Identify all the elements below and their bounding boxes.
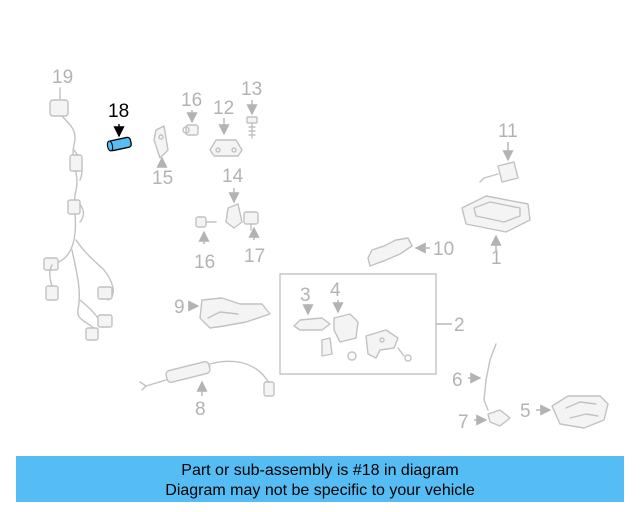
- callout-16-upper: 16: [181, 90, 202, 111]
- part-19-wiring-harness[interactable]: [43, 87, 114, 341]
- callout-14: 14: [222, 166, 244, 187]
- callout-17: 17: [244, 246, 265, 267]
- callout-10: 10: [433, 239, 454, 260]
- part-10-trim-panel[interactable]: [367, 237, 430, 267]
- part-15-bracket[interactable]: [153, 125, 169, 168]
- part-11-actuator[interactable]: [479, 142, 519, 183]
- banner-line-part-info: Part or sub-assembly is #18 in diagram: [181, 462, 459, 479]
- banner-line-disclaimer: Diagram may not be specific to your vehi…: [165, 482, 475, 499]
- callout-7: 7: [458, 412, 469, 433]
- callout-11: 11: [498, 121, 518, 142]
- callout-3: 3: [300, 285, 311, 306]
- part-13-bolt[interactable]: [246, 100, 258, 139]
- callout-6: 6: [452, 370, 463, 391]
- callout-8: 8: [195, 399, 206, 420]
- part-4-lock-actuator[interactable]: [321, 300, 412, 362]
- callout-12: 12: [213, 98, 234, 119]
- part-17-cap[interactable]: [243, 211, 260, 240]
- parts-diagram: 19 18 15 16 12 13 14: [43, 67, 609, 433]
- callout-15: 15: [152, 168, 173, 189]
- info-banner: Part or sub-assembly is #18 in diagram D…: [16, 456, 624, 502]
- callout-18: 18: [108, 101, 129, 122]
- part-9-bracket-plate[interactable]: [188, 297, 271, 329]
- callout-2: 2: [454, 315, 465, 336]
- part-16-clip-lower[interactable]: [195, 216, 217, 244]
- callout-4: 4: [330, 280, 341, 301]
- part-8-cable[interactable]: [139, 360, 275, 397]
- part-3-lever[interactable]: [293, 304, 331, 331]
- part-6-rod[interactable]: [468, 343, 497, 411]
- callout-16-lower: 16: [194, 252, 215, 273]
- part-18-highlighted[interactable]: [106, 124, 132, 152]
- part-2-assembly-box[interactable]: [279, 273, 452, 375]
- part-14-handle[interactable]: [225, 188, 243, 229]
- callout-9: 9: [174, 297, 185, 318]
- part-1-latch-housing[interactable]: [461, 195, 531, 252]
- part-16-clip-upper[interactable]: [182, 110, 199, 136]
- callout-19: 19: [52, 67, 73, 88]
- callout-1: 1: [491, 248, 502, 269]
- part-12-striker[interactable]: [209, 118, 243, 157]
- part-5-latch-assembly[interactable]: [536, 395, 609, 429]
- callout-5: 5: [520, 401, 531, 422]
- callout-13: 13: [241, 79, 262, 100]
- part-7-cap[interactable]: [474, 409, 511, 427]
